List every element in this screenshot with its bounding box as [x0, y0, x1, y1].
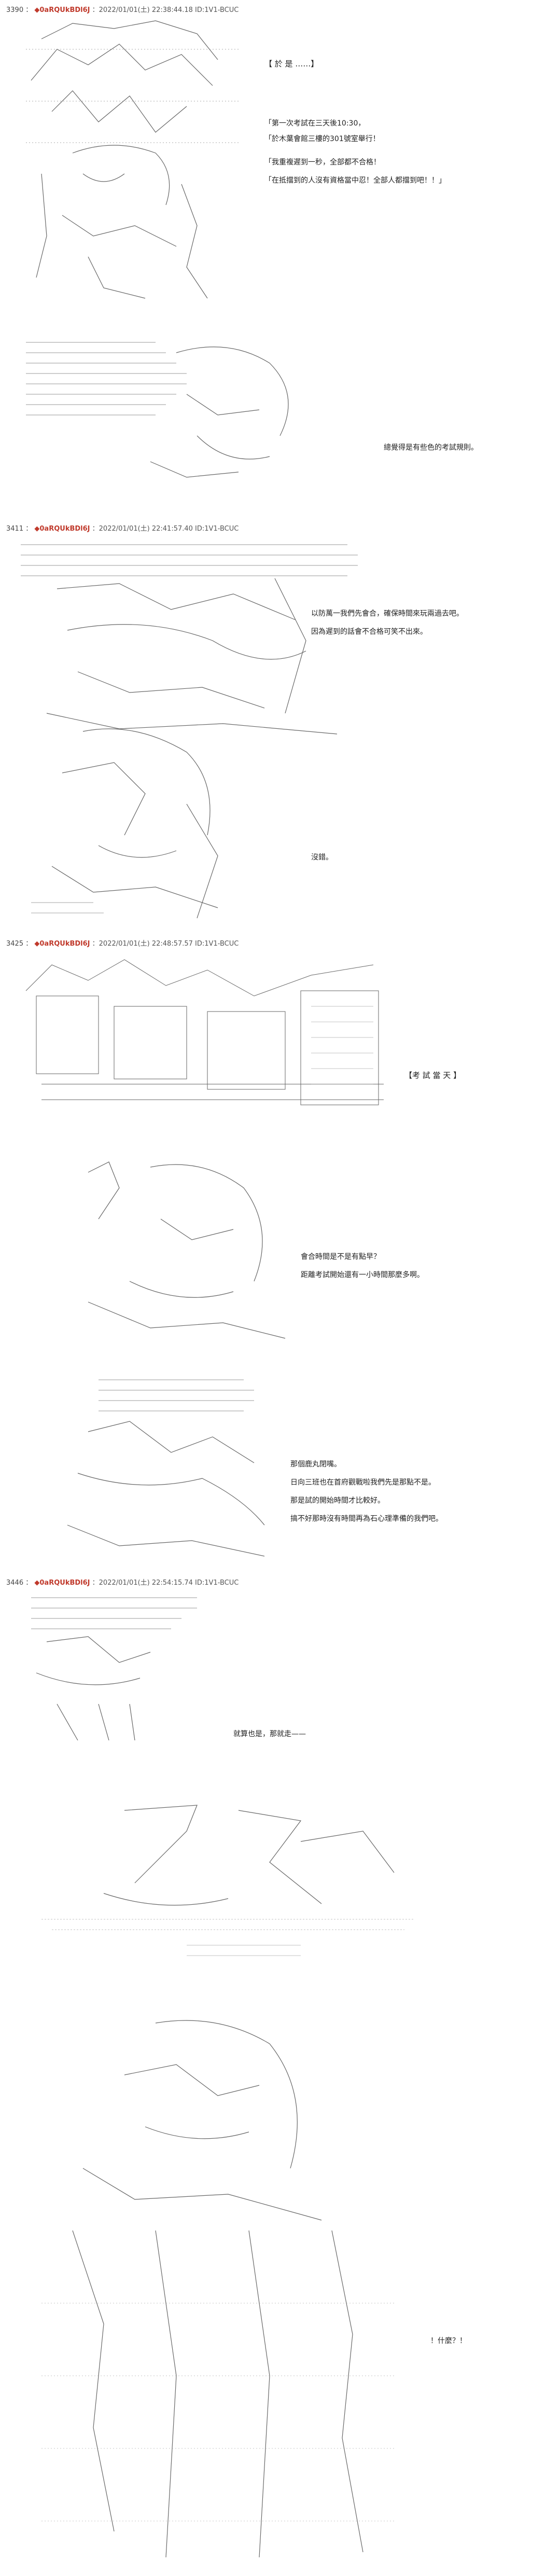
post-meta: ：2022/01/01(土) 22:48:57.57 ID:1V1-BCUC [92, 940, 239, 948]
post-header: 3446 ： ◆0aRQUkBDl6J ：2022/01/01(土) 22:54… [6, 1579, 239, 1587]
ascii-art-figure [26, 20, 239, 299]
ascii-art-figure [21, 544, 358, 735]
dialog-line: 【 於 是 ……】 [264, 59, 319, 68]
ascii-art-figure [25, 959, 384, 1105]
ascii-art-figure [67, 1379, 265, 1557]
dialog-line: 那個鹿丸閉嘴。 [290, 1460, 341, 1469]
dialog-line: 【考 試 當 天 】 [404, 1071, 461, 1080]
dialog-line: 總覺得是有些色的考試規則。 [384, 444, 478, 452]
dialog-line: 「第一次考試在三天後10:30， [264, 119, 366, 128]
dialog-line: 就算也是，那就走—— [233, 1730, 306, 1738]
ascii-art-panel [16, 537, 379, 739]
dialog-line: 「於木葉會館三樓的301號室舉行！ [264, 135, 380, 143]
post-number: 3425 [6, 940, 24, 948]
dialog-line: 距離考試開始還有一小時間那麼多啊。 [301, 1271, 424, 1279]
dialog-line: 因為遲到的話會不合格可笑不出來。 [311, 628, 427, 636]
poster-name: ◆0aRQUkBDl6J [34, 6, 90, 14]
post-header: 3411 ： ◆0aRQUkBDl6J ：2022/01/01(土) 22:41… [6, 525, 239, 533]
post-number: 3411 [6, 525, 24, 533]
dialog-line: 「在抵擋到的人沒有資格當中忍！全部人都擋到吧！！」 [264, 176, 446, 185]
dialog-line: 那是試的開始時間才比較好。 [290, 1497, 385, 1505]
dialog-line: 搞不好那時沒有時間再為石心理準備的我們吧。 [290, 1515, 443, 1523]
ascii-art-panel [26, 1590, 202, 1746]
ascii-art-figure [26, 342, 289, 478]
ascii-art-panel [21, 2013, 415, 2568]
ascii-art-figure [31, 728, 218, 919]
poster-name: ◆0aRQUkBDl6J [34, 525, 90, 533]
post-number: 3446 [6, 1579, 24, 1587]
ascii-art-figure [41, 1805, 415, 1956]
dialog-line: ！什麼？！ [430, 2337, 467, 2345]
dialog-line: 「我重複遲到一秒，全部都不合格！ [264, 158, 381, 167]
dialog-line: 以防萬一我們先會合，確保時間來玩兩過去吧。 [311, 610, 464, 618]
post-header: 3425 ： ◆0aRQUkBDl6J ：2022/01/01(土) 22:48… [6, 940, 239, 948]
ascii-art-figure [31, 1597, 197, 1741]
dialog-line: 會合時間是不是有點早？ [301, 1253, 381, 1261]
ascii-art-panel [21, 332, 436, 488]
ascii-art-figure [88, 1161, 286, 1339]
post-meta: ：2022/01/01(土) 22:41:57.40 ID:1V1-BCUC [92, 525, 239, 533]
ascii-art-panel [57, 1369, 280, 1561]
post-meta: ：2022/01/01(土) 22:38:44.18 ID:1V1-BCUC [92, 6, 239, 14]
dialog-line: 日向三班也在首府觀戰啦我們先是那點不是。 [290, 1478, 436, 1487]
post-meta: ：2022/01/01(土) 22:54:15.74 ID:1V1-BCUC [92, 1579, 239, 1587]
ascii-art-panel [10, 18, 254, 309]
ascii-art-panel [67, 1157, 296, 1349]
ascii-art-panel [21, 949, 399, 1141]
poster-name: ◆0aRQUkBDl6J [34, 1579, 90, 1587]
ascii-art-panel [21, 721, 270, 929]
ascii-art-panel [31, 1790, 425, 1966]
poster-name: ◆0aRQUkBDl6J [34, 940, 90, 948]
ascii-art-figure [41, 2020, 394, 2558]
post-number: 3390 [6, 6, 24, 14]
dialog-line: 沒錯。 [311, 853, 333, 862]
post-header: 3390 ： ◆0aRQUkBDl6J ：2022/01/01(土) 22:38… [6, 6, 239, 14]
